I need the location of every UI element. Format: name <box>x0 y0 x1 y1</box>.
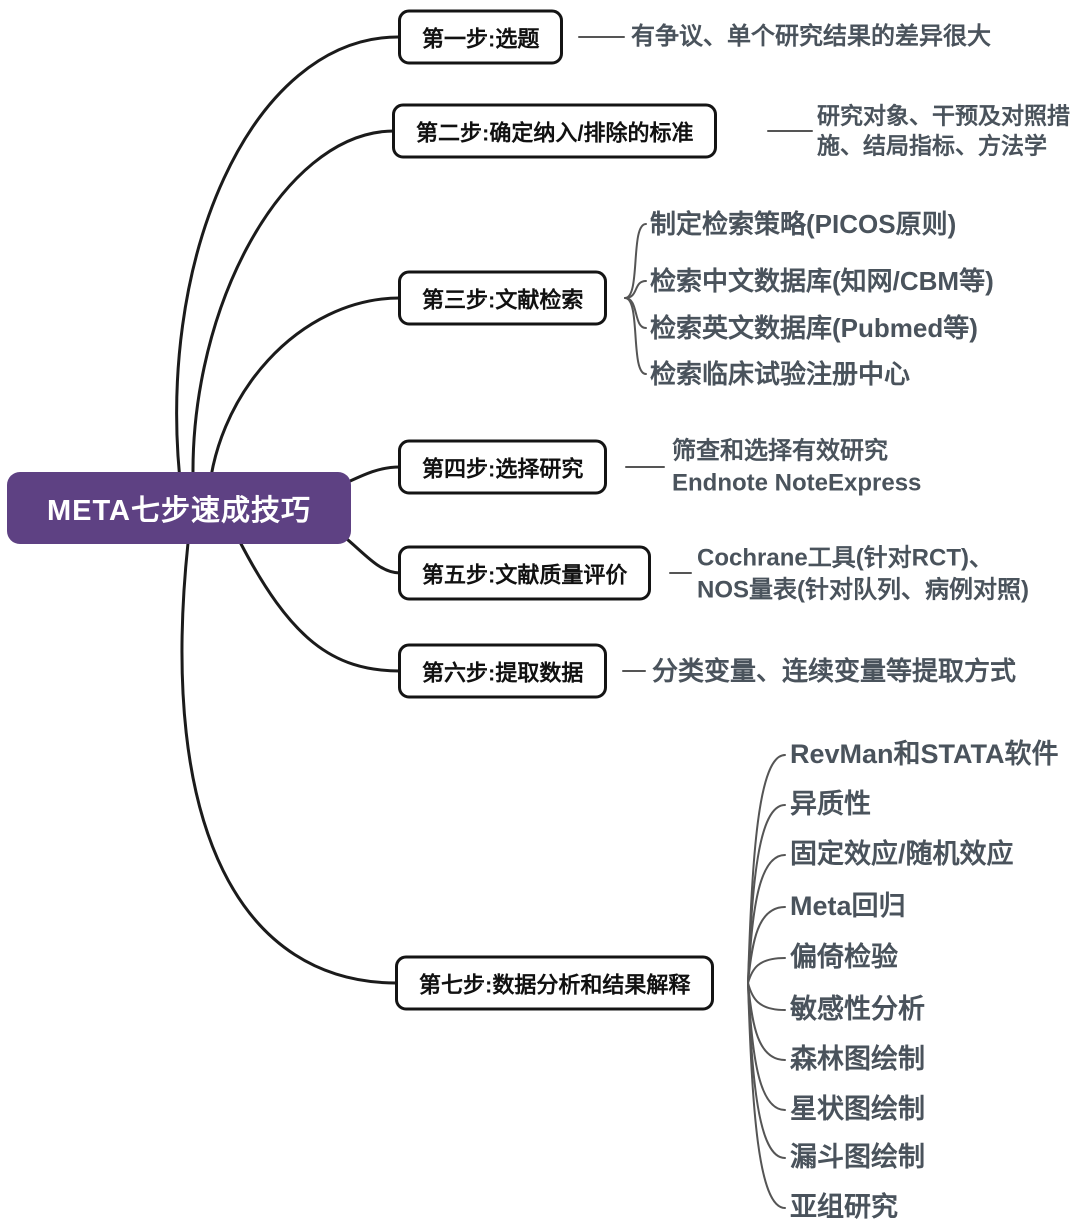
step-7-leaf-4-line-1: Meta回归 <box>790 891 906 922</box>
step-2-label: 第二步:确定纳入/排除的标准 <box>416 120 694 145</box>
step-7-leaf-6[interactable]: 敏感性分析 <box>790 992 925 1028</box>
step-6-leaf-1-line-1: 分类变量、连续变量等提取方式 <box>652 655 1017 686</box>
step-1-box[interactable]: 第一步:选题 <box>398 9 564 65</box>
connector-step-7-leaf-5 <box>747 957 786 984</box>
edge-root-step-1 <box>175 35 400 500</box>
step-4-box[interactable]: 第四步:选择研究 <box>398 439 608 495</box>
edge-root-step-7 <box>180 541 399 985</box>
step-7-leaf-1[interactable]: RevMan和STATA软件 <box>790 737 1059 773</box>
step-5-leaf-1-line-1: Cochrane工具(针对RCT)、 <box>697 544 994 572</box>
step-2-leaf-1-line-1: 研究对象、干预及对照措 <box>817 102 1070 129</box>
step-3-leaf-4[interactable]: 检索临床试验注册中心 <box>650 357 910 391</box>
edge-root-step-3 <box>206 296 402 508</box>
step-7-leaf-7[interactable]: 森林图绘制 <box>790 1042 925 1078</box>
step-7-leaf-9-line-1: 漏斗图绘制 <box>790 1142 925 1173</box>
step-6-box[interactable]: 第六步:提取数据 <box>398 643 608 699</box>
step-3-leaf-3-line-1: 检索英文数据库(Pubmed等) <box>650 312 978 343</box>
step-3-leaf-3[interactable]: 检索英文数据库(Pubmed等) <box>650 311 978 345</box>
step-3-label: 第三步:文献检索 <box>422 287 584 312</box>
step-7-leaf-8-line-1: 星状图绘制 <box>790 1094 925 1125</box>
step-7-leaf-6-line-1: 敏感性分析 <box>790 994 925 1025</box>
step-7-leaf-7-line-1: 森林图绘制 <box>790 1044 925 1075</box>
step-2-leaf-1-line-2: 施、结局指标、方法学 <box>817 133 1047 159</box>
root-topic[interactable]: META七步速成技巧 <box>7 472 351 544</box>
connector-step-7-leaf-2 <box>747 804 786 984</box>
step-3-leaf-4-line-1: 检索临床试验注册中心 <box>650 358 911 389</box>
root-topic-label: META七步速成技巧 <box>46 495 311 527</box>
step-7-box[interactable]: 第七步:数据分析和结果解释 <box>395 955 715 1011</box>
connector-step-7-leaf-6 <box>747 982 786 1011</box>
step-4-leaf-1-line-1: 筛查和选择有效研究 <box>672 437 888 465</box>
step-7-leaf-8[interactable]: 星状图绘制 <box>790 1092 925 1128</box>
connector-step-3-leaf-4 <box>624 297 647 375</box>
step-6-label: 第六步:提取数据 <box>422 660 584 685</box>
step-3-leaf-1-line-1: 制定检索策略(PICOS原则) <box>650 208 957 239</box>
edge-root-step-6 <box>238 540 402 673</box>
step-7-leaf-2[interactable]: 异质性 <box>790 787 871 823</box>
step-5-leaf-1[interactable]: Cochrane工具(针对RCT)、 NOS量表(针对队列、病例对照) <box>697 542 1029 605</box>
step-1-leaf-1[interactable]: 有争议、单个研究结果的差异很大 <box>631 21 991 53</box>
step-3-leaf-2-line-1: 检索中文数据库(知网/CBM等) <box>650 265 994 296</box>
step-7-leaf-10[interactable]: 亚组研究 <box>790 1190 898 1226</box>
step-7-leaf-1-line-1: RevMan和STATA软件 <box>790 739 1059 770</box>
step-1-leaf-1-line-1: 有争议、单个研究结果的差异很大 <box>631 23 991 51</box>
step-4-label: 第四步:选择研究 <box>422 456 584 481</box>
step-5-label: 第五步:文献质量评价 <box>422 562 628 587</box>
step-7-leaf-9[interactable]: 漏斗图绘制 <box>790 1140 925 1176</box>
step-7-leaf-10-line-1: 亚组研究 <box>790 1192 898 1223</box>
step-7-leaf-3-line-1: 固定效应/随机效应 <box>790 839 1014 870</box>
connector-step-3-leaf-1 <box>624 223 647 299</box>
step-7-leaf-5-line-1: 偏倚检验 <box>790 942 898 973</box>
step-4-leaf-1-line-2: Endnote NoteExpress <box>672 469 922 496</box>
step-6-leaf-1[interactable]: 分类变量、连续变量等提取方式 <box>652 654 1016 688</box>
step-3-box[interactable]: 第三步:文献检索 <box>398 270 608 326</box>
step-3-leaf-2[interactable]: 检索中文数据库(知网/CBM等) <box>650 264 994 298</box>
edge-root-step-2 <box>191 129 396 504</box>
step-7-leaf-5[interactable]: 偏倚检验 <box>790 940 898 976</box>
step-3-leaf-1[interactable]: 制定检索策略(PICOS原则) <box>650 207 956 241</box>
connector-step-7-leaf-4 <box>747 906 786 984</box>
step-2-leaf-1[interactable]: 研究对象、干预及对照措 施、结局指标、方法学 <box>817 101 1070 162</box>
step-7-leaf-3[interactable]: 固定效应/随机效应 <box>790 837 1014 873</box>
connector-step-7-leaf-10 <box>747 982 786 1209</box>
step-2-box[interactable]: 第二步:确定纳入/排除的标准 <box>392 103 718 159</box>
step-7-label: 第七步:数据分析和结果解释 <box>419 972 691 997</box>
step-1-label: 第一步:选题 <box>422 26 540 51</box>
step-7-leaf-4[interactable]: Meta回归 <box>790 889 906 925</box>
step-5-leaf-1-line-2: NOS量表(针对队列、病例对照) <box>697 576 1029 603</box>
step-4-leaf-1[interactable]: 筛查和选择有效研究 Endnote NoteExpress <box>672 435 921 498</box>
connector-step-7-leaf-3 <box>747 854 786 984</box>
step-7-leaf-2-line-1: 异质性 <box>790 789 871 820</box>
step-5-box[interactable]: 第五步:文献质量评价 <box>398 545 652 601</box>
